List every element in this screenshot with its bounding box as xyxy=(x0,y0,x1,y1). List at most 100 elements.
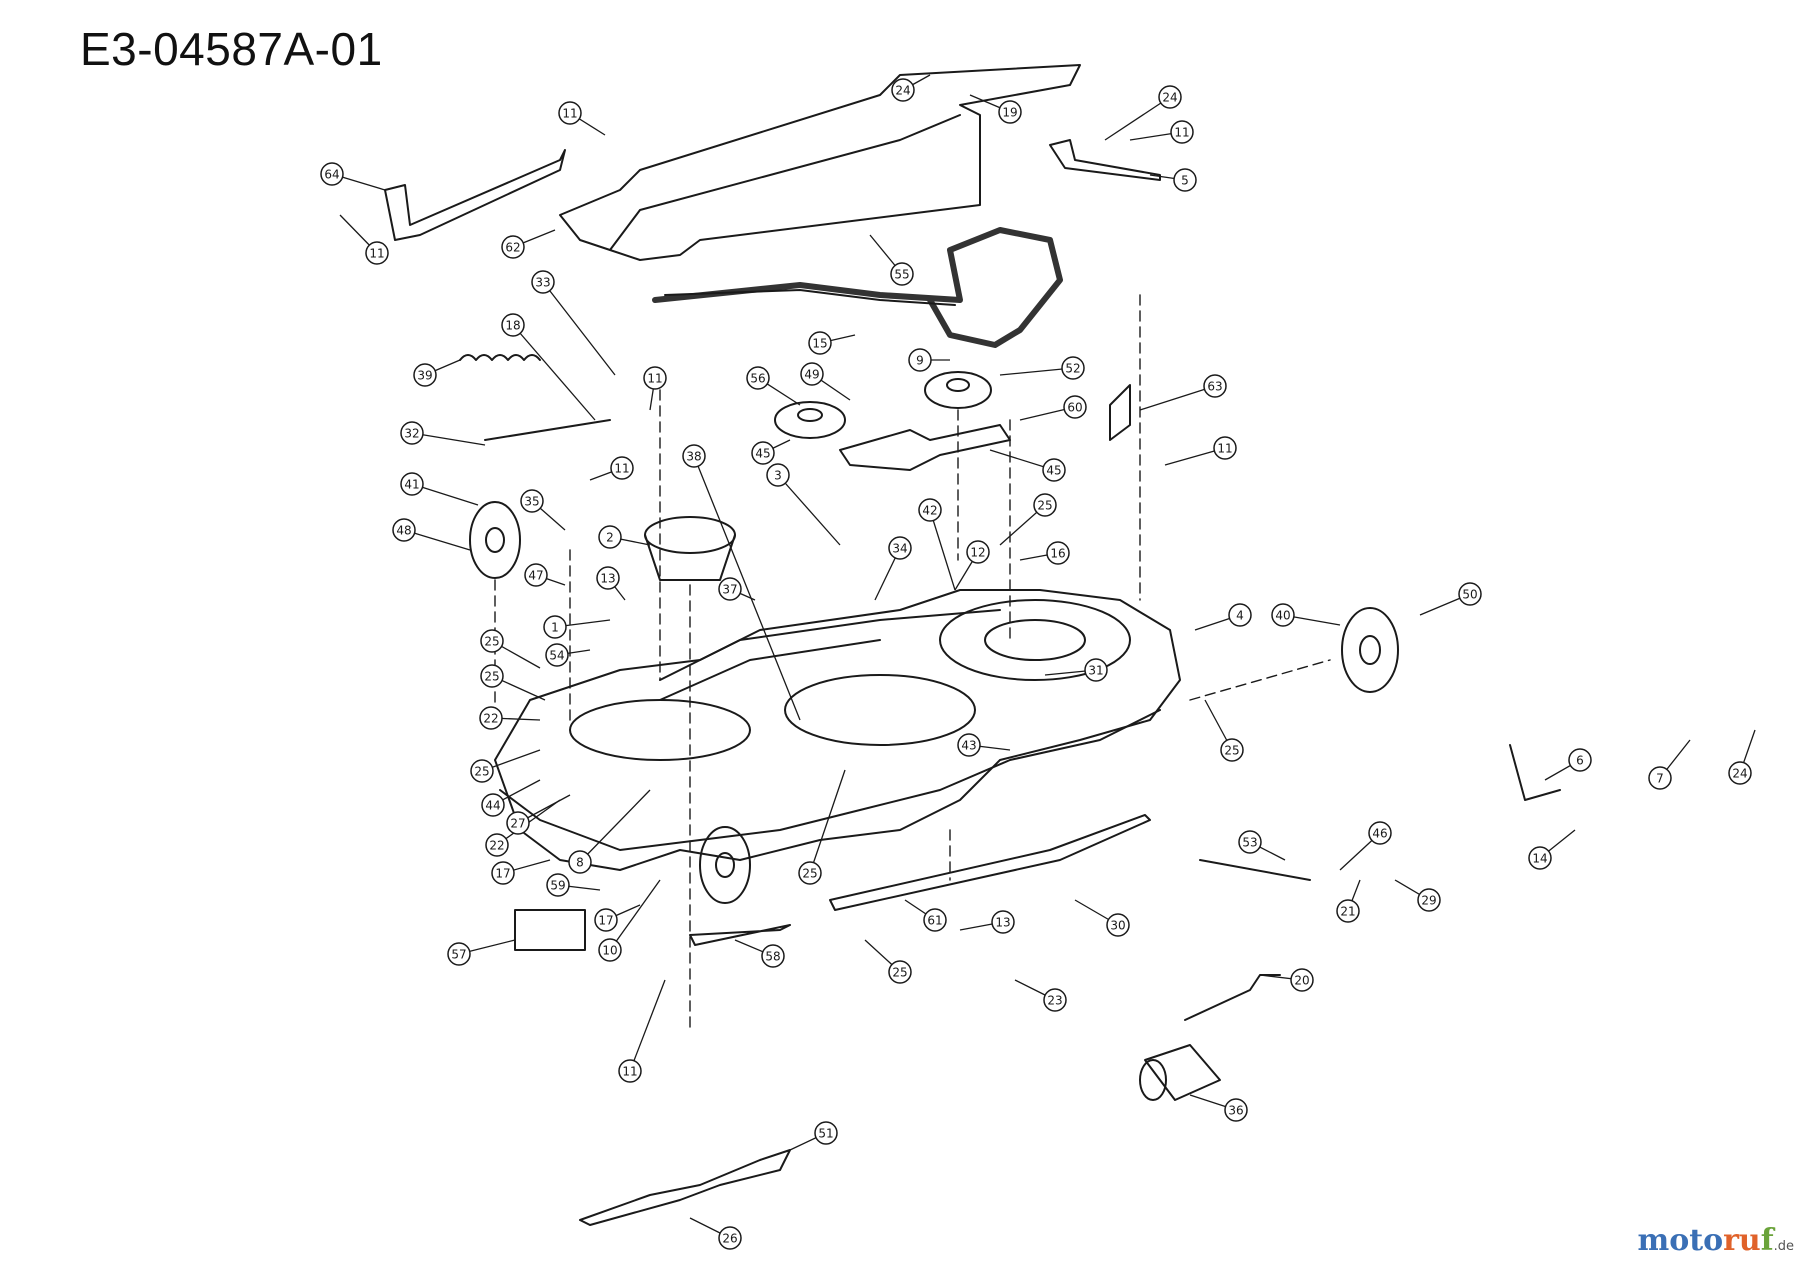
callout-23: 23 xyxy=(1014,979,1067,1012)
callout-number: 51 xyxy=(818,1127,833,1141)
callout-25: 25 xyxy=(864,939,912,984)
callout-number: 18 xyxy=(505,319,520,333)
callout-badge xyxy=(365,241,389,265)
callout-25: 25 xyxy=(798,769,846,885)
callout-number: 26 xyxy=(722,1232,737,1246)
callout-45: 45 xyxy=(989,449,1066,482)
callout-badge xyxy=(545,643,569,667)
callout-53: 53 xyxy=(1238,830,1286,861)
callout-38: 38 xyxy=(682,444,801,721)
callout-badge xyxy=(413,363,437,387)
callout-8: 8 xyxy=(568,789,651,874)
callout-18: 18 xyxy=(501,313,596,421)
callout-number: 25 xyxy=(484,670,499,684)
callout-badge xyxy=(888,536,912,560)
belt-cover-flange xyxy=(609,114,961,251)
callout-9: 9 xyxy=(908,348,950,372)
callout-badge xyxy=(531,270,555,294)
callout-20: 20 xyxy=(1259,968,1314,992)
callout-badge xyxy=(596,566,620,590)
callout-number: 43 xyxy=(961,739,976,753)
callout-badge xyxy=(1648,766,1672,790)
callout-badge xyxy=(890,262,914,286)
callout-16: 16 xyxy=(1019,541,1070,565)
callout-number: 49 xyxy=(804,368,819,382)
callout-51: 51 xyxy=(789,1121,838,1151)
watermark-part-1: moto xyxy=(1637,1223,1724,1258)
callout-5: 5 xyxy=(1149,168,1197,192)
callout-badge xyxy=(546,873,570,897)
callout-number: 12 xyxy=(970,546,985,560)
callout-58: 58 xyxy=(734,939,785,968)
callout-64: 64 xyxy=(320,162,386,191)
callout-number: 23 xyxy=(1047,994,1062,1008)
callout-badge xyxy=(888,960,912,984)
callout-number: 47 xyxy=(528,569,543,583)
callout-25: 25 xyxy=(999,493,1057,546)
deck-channel xyxy=(659,609,1001,681)
callout-number: 14 xyxy=(1532,852,1547,866)
callout-22: 22 xyxy=(479,706,541,730)
callout-number: 21 xyxy=(1340,905,1355,919)
callout-29: 29 xyxy=(1394,879,1441,912)
callout-leader xyxy=(512,324,596,421)
spring-39 xyxy=(459,354,541,361)
callout-badge xyxy=(751,441,775,465)
callout-number: 7 xyxy=(1656,772,1664,786)
callout-number: 17 xyxy=(495,867,510,881)
callout-badge xyxy=(392,518,416,542)
pulley-56 xyxy=(774,401,846,439)
callout-badge xyxy=(1158,85,1182,109)
callout-badge xyxy=(524,563,548,587)
callout-54: 54 xyxy=(545,643,591,667)
deck-skirt xyxy=(499,709,1161,851)
callout-badge xyxy=(998,100,1022,124)
callout-number: 13 xyxy=(995,916,1010,930)
callout-badge xyxy=(808,331,832,355)
callout-56: 56 xyxy=(746,366,801,406)
callout-badge xyxy=(718,577,742,601)
callout-number: 19 xyxy=(1002,106,1017,120)
callout-leader xyxy=(999,367,1074,376)
callout-61: 61 xyxy=(904,899,947,932)
callout-33: 33 xyxy=(531,270,616,376)
callout-badge xyxy=(1568,748,1592,772)
callout-19: 19 xyxy=(969,94,1022,124)
callout-badge xyxy=(957,733,981,757)
callout-badge xyxy=(491,861,515,885)
callout-number: 42 xyxy=(922,504,937,518)
callout-number: 2 xyxy=(606,531,614,545)
callout-badge xyxy=(1271,603,1295,627)
callout-number: 62 xyxy=(505,241,520,255)
blade-well-left xyxy=(569,699,751,761)
callout-badge xyxy=(1228,603,1252,627)
callout-badge xyxy=(1213,436,1237,460)
callout-number: 11 xyxy=(562,107,577,121)
callout-number: 9 xyxy=(916,354,924,368)
callout-number: 11 xyxy=(622,1065,637,1079)
callout-number: 24 xyxy=(895,84,910,98)
callout-34: 34 xyxy=(874,536,912,601)
mower-deck xyxy=(494,589,1181,871)
callout-number: 27 xyxy=(510,817,525,831)
callout-badge xyxy=(1033,493,1057,517)
callout-25: 25 xyxy=(480,629,541,669)
callout-number: 31 xyxy=(1088,664,1103,678)
rod-53 xyxy=(1199,859,1311,881)
callout-badge xyxy=(1042,458,1066,482)
callout-badge xyxy=(480,629,504,653)
callout-badge xyxy=(320,162,344,186)
callout-number: 44 xyxy=(485,799,500,813)
gauge-wheel-40 xyxy=(1341,607,1399,693)
callout-number: 45 xyxy=(1046,464,1061,478)
callout-badge xyxy=(966,540,990,564)
callout-44: 44 xyxy=(481,779,541,817)
callout-number: 34 xyxy=(892,542,907,556)
callout-3: 3 xyxy=(766,463,841,546)
callout-badge xyxy=(1106,913,1130,937)
callout-number: 46 xyxy=(1372,827,1387,841)
callout-57: 57 xyxy=(447,939,516,966)
blade-well-center xyxy=(784,674,976,746)
callout-number: 25 xyxy=(802,867,817,881)
callout-number: 24 xyxy=(1162,91,1177,105)
